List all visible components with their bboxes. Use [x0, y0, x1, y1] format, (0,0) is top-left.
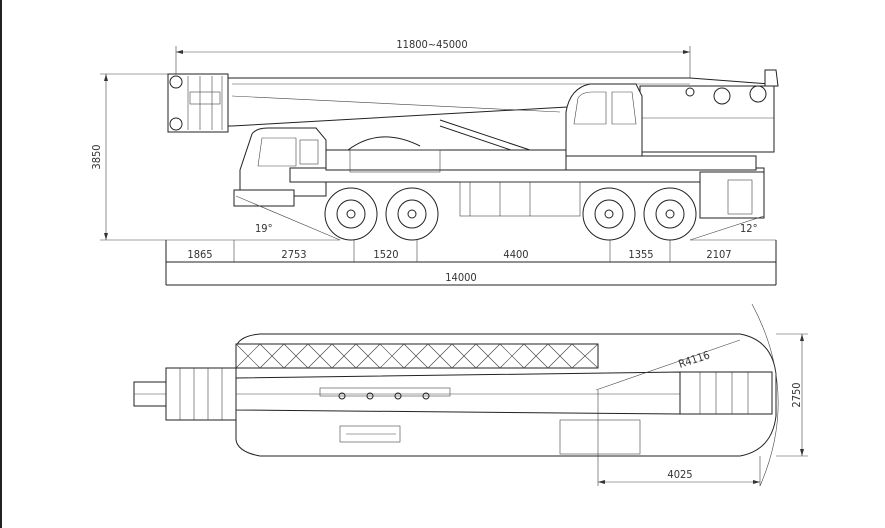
tail-length-label: 4025 [667, 468, 692, 481]
segment-3-label: 1520 [373, 248, 398, 261]
wheel-4 [643, 187, 697, 241]
segment-6-label: 2107 [706, 248, 731, 261]
height-label: 3850 [90, 144, 103, 169]
approach-angle-label: 19° [255, 222, 273, 235]
width-label: 2750 [790, 382, 803, 407]
side-view: 11800~45000 3850 [90, 38, 779, 286]
departure-angle-label: 12° [740, 222, 758, 235]
segment-1-label: 1865 [187, 248, 212, 261]
segment-5-label: 1355 [628, 248, 653, 261]
overall-length-label: 14000 [445, 271, 476, 284]
segment-4-label: 4400 [503, 248, 528, 261]
wheel-3 [582, 187, 636, 241]
top-view: R4116 2750 4025 [133, 303, 808, 487]
boom-length-label: 11800~45000 [396, 38, 467, 51]
drawing-frame-edge [0, 0, 2, 528]
wheel-1 [324, 187, 378, 241]
segment-2-label: 2753 [281, 248, 306, 261]
wheel-2 [385, 187, 439, 241]
